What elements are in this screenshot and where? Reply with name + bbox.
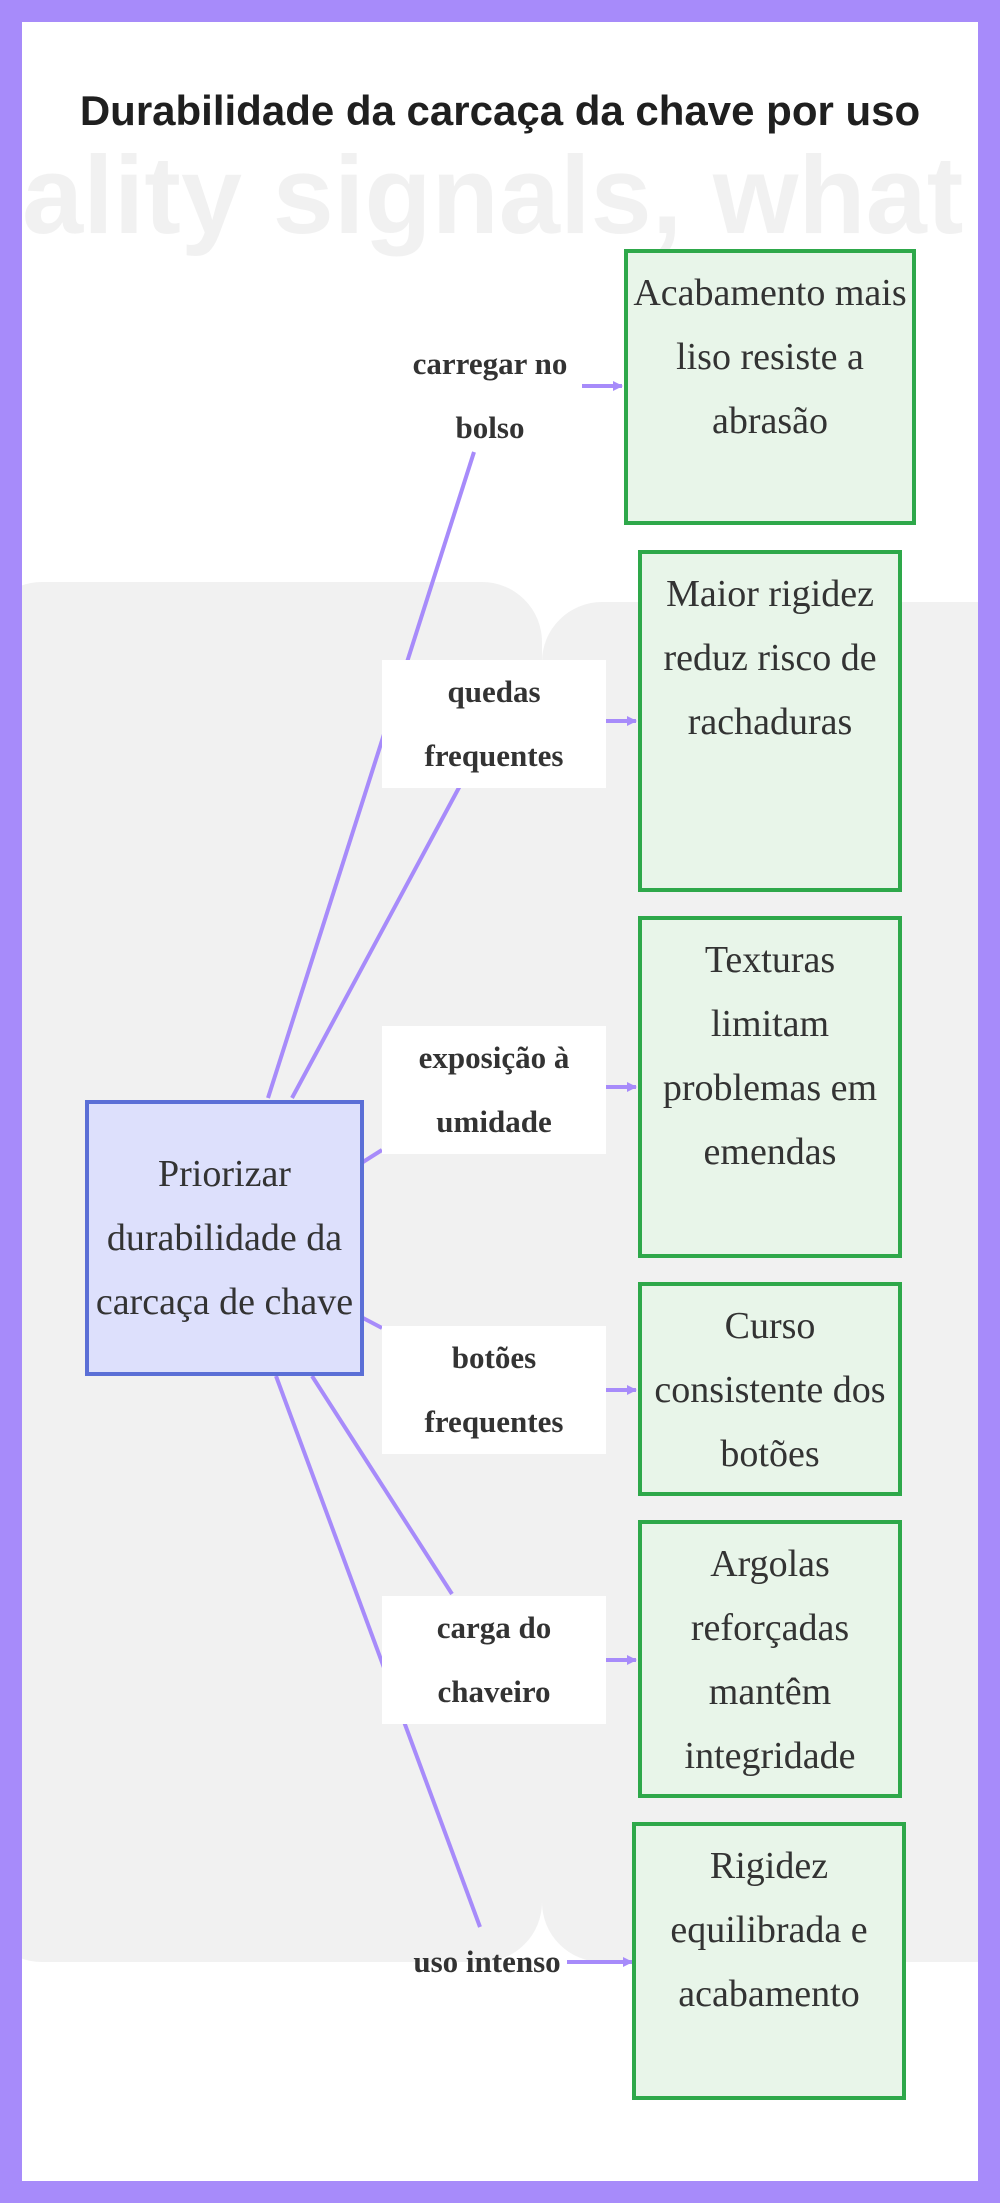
background-watermark-text: ality signals, what t: [22, 134, 978, 257]
result-node-3[interactable]: Texturas limitam problemas em emendas: [638, 916, 902, 1258]
edge-label-4: botões frequentes: [382, 1326, 606, 1454]
result-node-6[interactable]: Rigidez equilibrada e acabamento: [632, 1822, 906, 2100]
edge-to-label-1: [266, 451, 476, 1099]
edge-label-2: quedas frequentes: [382, 660, 606, 788]
result-node-4[interactable]: Curso consistente dos botões: [638, 1282, 902, 1496]
edge-label-6: uso intenso: [413, 1944, 561, 1979]
center-node-label: Priorizar durabilidade da carcaça de cha…: [95, 1153, 354, 1323]
edge-to-label-5: [310, 1374, 454, 1596]
edge-to-label-6: [274, 1375, 482, 1928]
edge-to-label-2: [290, 781, 464, 1099]
edge-label-3: exposição à umidade: [382, 1026, 606, 1154]
result-node-1[interactable]: Acabamento mais liso resiste a abrasão: [624, 249, 916, 525]
diagram-canvas: ality signals, what t Durabilidade da ca…: [22, 22, 978, 2181]
edge-layer: [266, 381, 637, 1967]
diagram-title: Durabilidade da carcaça da chave por uso: [79, 87, 921, 134]
result-node-2[interactable]: Maior rigidez reduz risco de rachaduras: [638, 550, 902, 892]
edge-label-1: carregar no bolso: [412, 346, 568, 445]
result-node-5[interactable]: Argolas reforçadas mantêm integridade: [638, 1520, 902, 1798]
edge-to-label-4: [362, 1316, 383, 1330]
center-node[interactable]: Priorizar durabilidade da carcaça de cha…: [85, 1100, 364, 1376]
edge-label-5: carga do chaveiro: [382, 1596, 606, 1724]
edge-to-label-3: [361, 1148, 384, 1164]
